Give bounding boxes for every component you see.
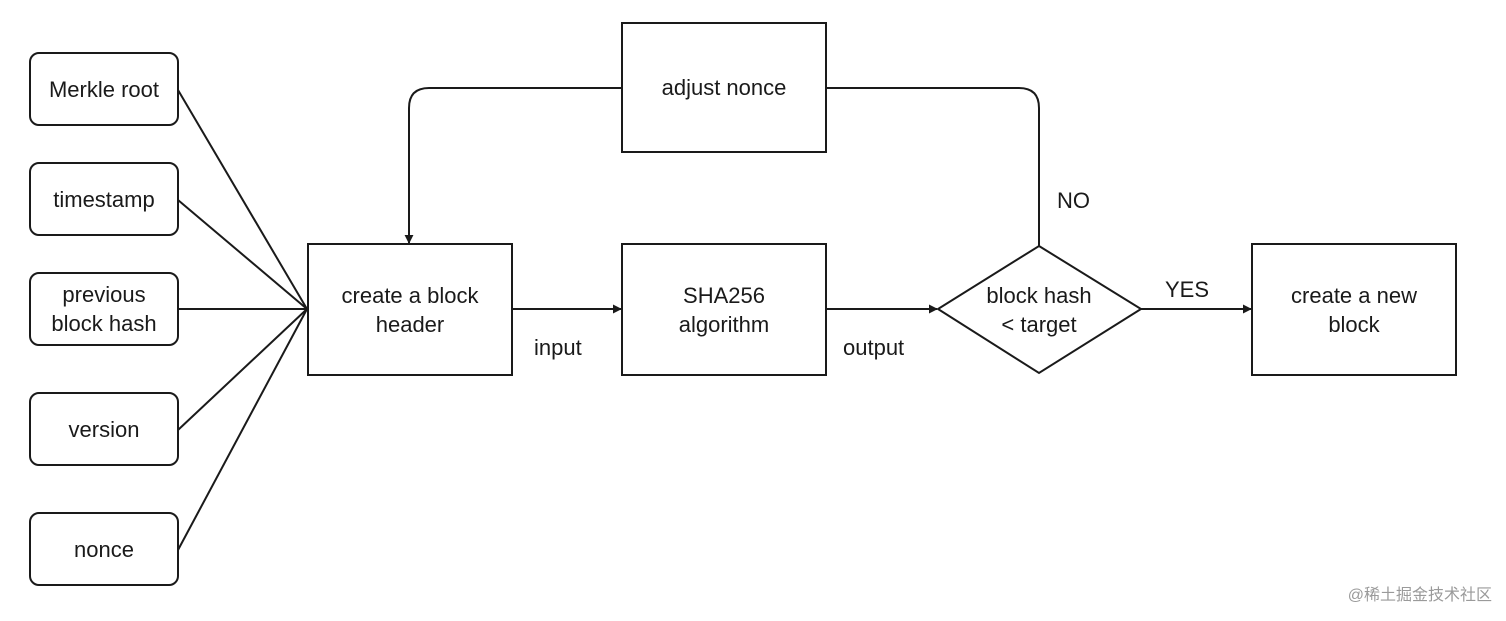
edge-adjust-nonce-to-header — [404, 87, 621, 244]
adjust-nonce-label: adjust nonce — [661, 75, 787, 100]
timestamp-label: timestamp — [53, 186, 155, 212]
previous-block-hash-label: previous block hash — [51, 282, 157, 336]
edge-version-to-header — [177, 308, 308, 431]
adjust-nonce-box: adjust nonce — [621, 22, 827, 153]
edge-label-yes: YES — [1165, 277, 1210, 302]
version-label: version — [68, 416, 140, 442]
previous-block-hash-box: previous block hash — [29, 272, 179, 346]
timestamp-box: timestamp — [29, 162, 179, 236]
edge-merkle-root-to-header — [177, 89, 308, 310]
version-box: version — [29, 392, 179, 466]
edge-label-no: NO — [1057, 188, 1090, 213]
merkle-root-box: Merkle root — [29, 52, 179, 126]
edge-timestamp-to-header — [177, 199, 308, 310]
create-block-header-box: create a block header — [307, 243, 513, 376]
nonce-label: nonce — [74, 536, 134, 562]
create-block-header-label: create a block header — [341, 282, 479, 337]
merkle-root-label: Merkle root — [48, 76, 160, 102]
decision-node: block hash < target — [938, 246, 1140, 374]
decision-diamond — [936, 244, 1143, 375]
sha256-algorithm-box: SHA256 algorithm — [621, 243, 827, 376]
sha256-algorithm-label: SHA256 algorithm — [678, 282, 770, 337]
nonce-box: nonce — [29, 512, 179, 586]
edge-label-input: input — [534, 335, 582, 360]
edge-label-output: output — [843, 335, 905, 360]
decision-label: block hash < target — [986, 283, 1092, 337]
edge-nonce-to-header — [177, 308, 308, 551]
create-new-block-label: create a new block — [1291, 282, 1417, 337]
create-new-block-box: create a new block — [1251, 243, 1457, 376]
watermark-text: @稀土掘金技术社区 — [1347, 587, 1492, 604]
edge-decision-to-adjust-nonce — [826, 87, 1040, 246]
